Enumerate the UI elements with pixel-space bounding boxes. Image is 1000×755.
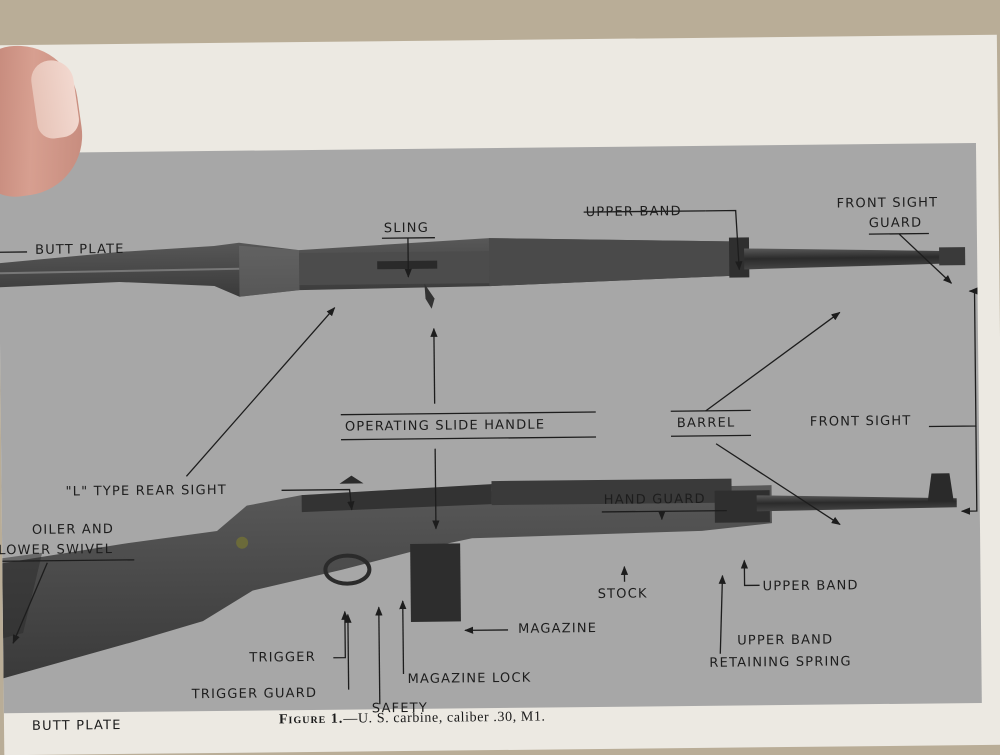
figure-caption: Figure 1.—U. S. carbine, caliber .30, M1…	[279, 710, 546, 729]
label-barrel: BARREL	[677, 416, 736, 432]
top-carbine	[0, 233, 966, 313]
label-oiler-line1: OILER AND	[32, 522, 114, 538]
label-oiler-line2: LOWER SWIVEL	[0, 542, 113, 558]
label-trigger-guard: TRIGGER GUARD	[192, 686, 318, 702]
label-magazine: MAGAZINE	[518, 621, 597, 637]
label-upper-band-spring-line2: RETAINING SPRING	[709, 654, 852, 670]
label-upper-band-top: UPPER BAND	[586, 204, 682, 220]
label-upper-band-bottom: UPPER BAND	[763, 578, 859, 594]
label-magazine-lock: MAGAZINE LOCK	[407, 671, 531, 687]
figure-plate: SLING UPPER BAND FRONT SIGHT GUARD BUTT …	[0, 143, 982, 713]
label-butt-plate-top: BUTT PLATE	[35, 242, 125, 258]
figure-number: Figure 1.	[279, 712, 343, 728]
label-front-sight: FRONT SIGHT	[810, 414, 912, 430]
label-butt-plate-bottom: BUTT PLATE	[32, 718, 122, 734]
figure-caption-text: —U. S. carbine, caliber .30, M1.	[343, 710, 545, 727]
label-rear-sight: "L" TYPE REAR SIGHT	[65, 483, 227, 500]
label-sling: SLING	[384, 221, 429, 236]
label-trigger: TRIGGER	[249, 650, 316, 666]
label-upper-band-spring-line1: UPPER BAND	[737, 633, 833, 649]
label-hand-guard: HAND GUARD	[604, 492, 706, 508]
label-front-sight-guard-line2: GUARD	[869, 216, 923, 232]
label-front-sight-guard-line1: FRONT SIGHT	[837, 195, 939, 211]
label-stock: STOCK	[598, 586, 648, 602]
label-operating-slide-handle: OPERATING SLIDE HANDLE	[345, 418, 545, 435]
manual-page: SLING UPPER BAND FRONT SIGHT GUARD BUTT …	[0, 35, 1000, 755]
